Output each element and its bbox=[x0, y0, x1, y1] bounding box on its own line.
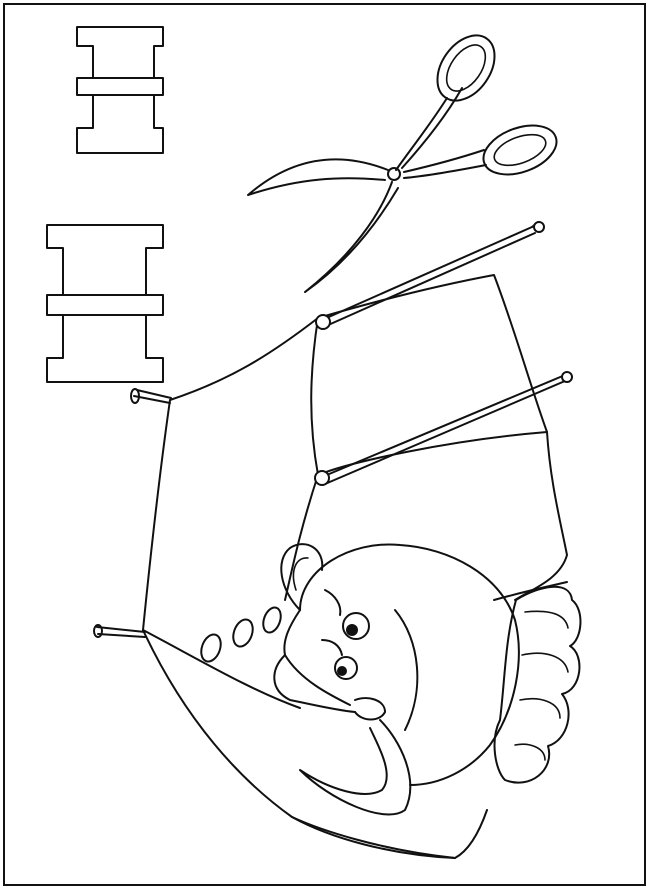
page-frame bbox=[3, 3, 646, 886]
circus-tent bbox=[93, 221, 573, 859]
letter-h-icon bbox=[46, 224, 164, 383]
scissors-icon bbox=[247, 34, 558, 293]
elephant-character bbox=[273, 543, 582, 859]
letter-h-icon bbox=[76, 26, 164, 154]
